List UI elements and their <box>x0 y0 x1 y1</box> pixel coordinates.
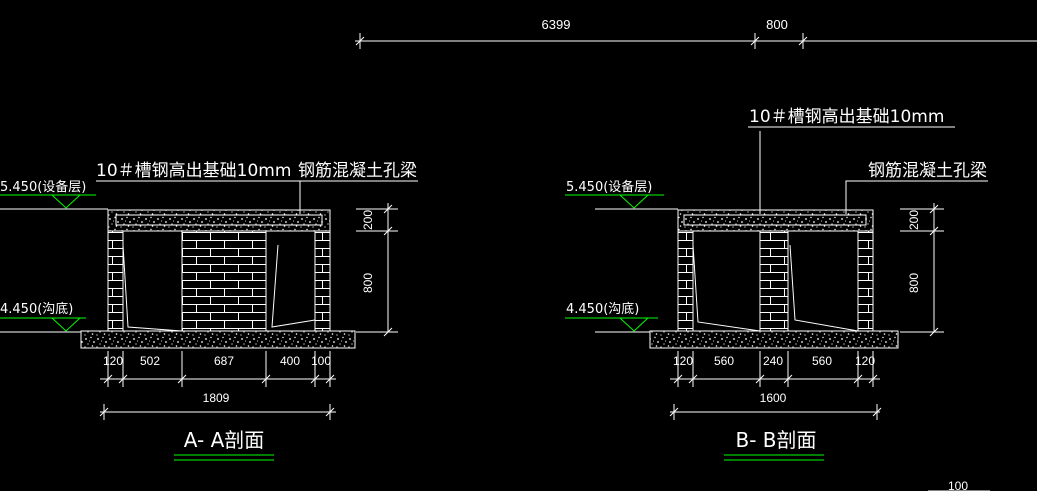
section-b-bottom-dim-4: 560 <box>812 354 832 368</box>
top-dim-label-left: 6399 <box>542 17 571 32</box>
section-a-callout-channel: 10＃槽钢高出基础10mm <box>96 161 291 181</box>
section-b-level-bottom-label: 4.450(沟底) <box>566 301 639 317</box>
section-a-bottom-dims-lines <box>99 351 336 420</box>
section-b-level-marker-bottom <box>618 317 650 332</box>
section-a-wall-left <box>107 230 124 332</box>
section-a-overall-width: 1809 <box>203 391 230 405</box>
top-dim-tick-left <box>355 36 365 46</box>
corner-dimension-label: 100 <box>948 479 968 491</box>
top-dimension-group <box>355 33 1037 49</box>
section-a-bottom-dim-1: 120 <box>103 354 123 368</box>
section-b-dim-beam-height: 200 <box>907 210 921 230</box>
section-b-callout-beam: 钢筋混凝土孔梁 <box>868 161 987 181</box>
section-b-dim-wall-height: 800 <box>907 273 921 293</box>
section-b-callout-channel: 10＃槽钢高出基础10mm <box>749 107 944 127</box>
section-a-foundation-slab <box>80 330 356 349</box>
section-a-bottom-dim-2: 502 <box>140 354 160 368</box>
top-dim-label-right: 800 <box>766 17 788 32</box>
section-b-vertical-dims <box>900 203 944 337</box>
section-a-wall-middle <box>181 230 267 332</box>
top-dim-tick-mid <box>750 36 760 46</box>
section-a-title: A- A剖面 <box>184 428 265 452</box>
section-a-callout-beam: 钢筋混凝土孔梁 <box>298 161 417 181</box>
section-a-dim-wall-height: 800 <box>361 273 375 293</box>
section-b-bottom-dim-1: 120 <box>673 354 693 368</box>
section-b-wall-middle <box>759 230 789 332</box>
section-b-leader-beam <box>845 180 988 214</box>
section-b-level-marker-top <box>618 194 650 209</box>
section-a-dim-beam-height: 200 <box>361 210 375 230</box>
section-b-bottom-dim-3: 240 <box>763 354 783 368</box>
section-b-drawing <box>565 126 988 420</box>
section-b-channel-steel <box>683 214 867 226</box>
section-a-leader-channel <box>96 180 301 214</box>
section-a-bottom-dim-5: 100 <box>311 354 331 368</box>
section-b-foundation-slab <box>649 330 899 349</box>
section-b-level-top-label: 5.450(设备层) <box>566 179 652 195</box>
section-a-channel-steel <box>115 214 323 226</box>
section-a-level-bottom-label: 4.450(沟底) <box>0 301 73 317</box>
section-a-wall-right <box>314 230 331 332</box>
section-b-overall-width: 1600 <box>760 391 787 405</box>
section-a-bottom-dim-4: 400 <box>280 354 300 368</box>
section-b-bottom-dim-2: 560 <box>714 354 734 368</box>
section-a-vertical-dims <box>356 203 398 337</box>
section-b-slope-right <box>789 244 859 332</box>
section-b-concrete-beam <box>677 209 874 232</box>
top-dim-tick-right <box>798 36 808 46</box>
section-a-slope-left <box>122 244 183 332</box>
section-a-drawing <box>0 180 418 420</box>
section-b-wall-left <box>677 230 694 332</box>
section-a-level-marker-top <box>50 194 82 209</box>
section-a-bottom-dim-3: 687 <box>214 354 234 368</box>
section-b-wall-right <box>857 230 874 332</box>
section-a-level-marker-bottom <box>50 317 82 332</box>
section-b-bottom-dim-5: 120 <box>855 354 875 368</box>
section-a-slope-right <box>271 244 316 328</box>
section-b-bottom-dims-lines <box>669 351 882 420</box>
section-b-slope-left <box>692 244 761 332</box>
section-a-level-top-label: 5.450(设备层) <box>0 179 86 195</box>
section-b-title: B- B剖面 <box>735 428 816 452</box>
section-a-concrete-beam <box>107 209 331 232</box>
